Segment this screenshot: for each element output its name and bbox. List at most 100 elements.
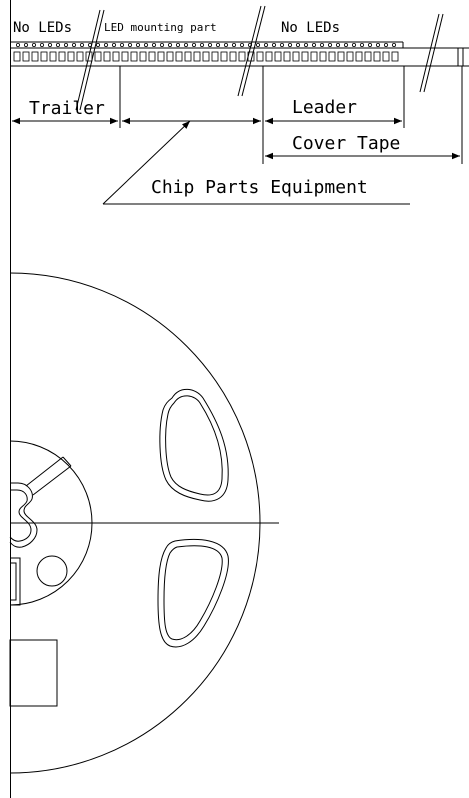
sprocket-hole xyxy=(191,43,196,48)
tape-pocket xyxy=(337,51,345,62)
sprocket-hole xyxy=(199,43,204,48)
sprocket-hole xyxy=(48,43,53,48)
sprocket-hole xyxy=(271,43,276,48)
tape-pocket xyxy=(391,51,399,62)
reel-tab xyxy=(10,557,21,606)
sprocket-hole xyxy=(15,43,20,48)
tape-pocket xyxy=(355,51,363,62)
sprocket-hole xyxy=(135,43,140,48)
tape-pocket xyxy=(283,51,291,62)
tape-pocket xyxy=(121,51,129,62)
tape-pocket xyxy=(292,51,300,62)
label-leader: Leader xyxy=(292,97,357,118)
label-no-leds-right: No LEDs xyxy=(281,20,340,36)
reel-label-box xyxy=(9,639,58,707)
sprocket-hole xyxy=(56,43,61,48)
carrier-tape xyxy=(10,41,469,67)
sprocket-hole xyxy=(143,43,148,48)
tape-pocket xyxy=(148,51,156,62)
sprocket-hole xyxy=(255,43,260,48)
tape-pocket xyxy=(211,51,219,62)
tape-pocket xyxy=(319,51,327,62)
sprocket-hole xyxy=(167,43,172,48)
label-chip-parts-equipment: Chip Parts Equipment xyxy=(151,177,368,198)
tape-pocket xyxy=(175,51,183,62)
reel-hub xyxy=(9,440,93,606)
dimension-arrows xyxy=(12,117,460,205)
tape-pocket xyxy=(328,51,336,62)
tape-pocket xyxy=(49,51,57,62)
tape-pocket xyxy=(112,51,120,62)
tape-pocket xyxy=(130,51,138,62)
sprocket-hole xyxy=(239,43,244,48)
sprocket-hole xyxy=(295,43,300,48)
tape-pocket xyxy=(94,51,102,62)
tape-pocket xyxy=(58,51,66,62)
sprocket-hole xyxy=(175,43,180,48)
break-marks xyxy=(75,5,444,111)
sprocket-hole xyxy=(319,43,324,48)
sprocket-hole xyxy=(231,43,236,48)
sprocket-hole xyxy=(263,43,268,48)
tape-pocket xyxy=(301,51,309,62)
sprocket-hole xyxy=(335,43,340,48)
tape-pocket xyxy=(265,51,273,62)
sprocket-hole xyxy=(159,43,164,48)
sprocket-hole xyxy=(127,43,132,48)
tape-pocket xyxy=(373,51,381,62)
sprocket-hole xyxy=(247,43,252,48)
sprocket-hole xyxy=(279,43,284,48)
sprocket-hole xyxy=(96,43,101,48)
extension-lines xyxy=(119,66,463,164)
tape-pocket xyxy=(382,51,390,62)
sprocket-hole xyxy=(104,43,109,48)
sprocket-hole xyxy=(207,43,212,48)
tape-pocket xyxy=(256,51,264,62)
sprocket-hole xyxy=(32,43,37,48)
tape-pocket xyxy=(22,51,30,62)
tape-pocket xyxy=(238,51,246,62)
tape-pocket xyxy=(346,51,354,62)
tape-pocket xyxy=(76,51,84,62)
label-led-mounting-part: LED mounting part xyxy=(104,21,217,34)
sprocket-hole xyxy=(327,43,332,48)
sprocket-hole xyxy=(23,43,28,48)
sprocket-hole xyxy=(223,43,228,48)
sprocket-hole xyxy=(215,43,220,48)
sprocket-hole xyxy=(80,43,85,48)
tape-pocket xyxy=(31,51,39,62)
reel-hole xyxy=(36,555,68,587)
tape-pocket xyxy=(202,51,210,62)
sprocket-hole xyxy=(375,43,380,48)
label-cover-tape: Cover Tape xyxy=(292,133,400,154)
sprocket-hole xyxy=(112,43,117,48)
sprocket-hole xyxy=(151,43,156,48)
reel-window-lower xyxy=(157,538,229,648)
sprocket-hole xyxy=(120,43,125,48)
tape-pocket xyxy=(13,51,21,62)
sprocket-hole xyxy=(359,43,364,48)
tape-pocket xyxy=(166,51,174,62)
sprocket-hole xyxy=(367,43,372,48)
sprocket-hole xyxy=(183,43,188,48)
sprocket-hole xyxy=(391,43,396,48)
label-no-leds-left: No LEDs xyxy=(13,20,72,36)
reel-window-upper xyxy=(159,388,229,502)
tape-pocket xyxy=(40,51,48,62)
tape-pocket xyxy=(184,51,192,62)
sprocket-hole xyxy=(351,43,356,48)
tape-pocket xyxy=(67,51,75,62)
sprocket-hole xyxy=(287,43,292,48)
reel xyxy=(9,272,279,774)
reel-arbor xyxy=(9,482,38,548)
sprocket-holes xyxy=(15,43,396,48)
sprocket-hole xyxy=(383,43,388,48)
component-pockets xyxy=(13,51,399,62)
sprocket-hole xyxy=(72,43,77,48)
tape-pocket xyxy=(139,51,147,62)
tape-pocket xyxy=(274,51,282,62)
sprocket-hole xyxy=(40,43,45,48)
sprocket-hole xyxy=(303,43,308,48)
tape-pocket xyxy=(364,51,372,62)
